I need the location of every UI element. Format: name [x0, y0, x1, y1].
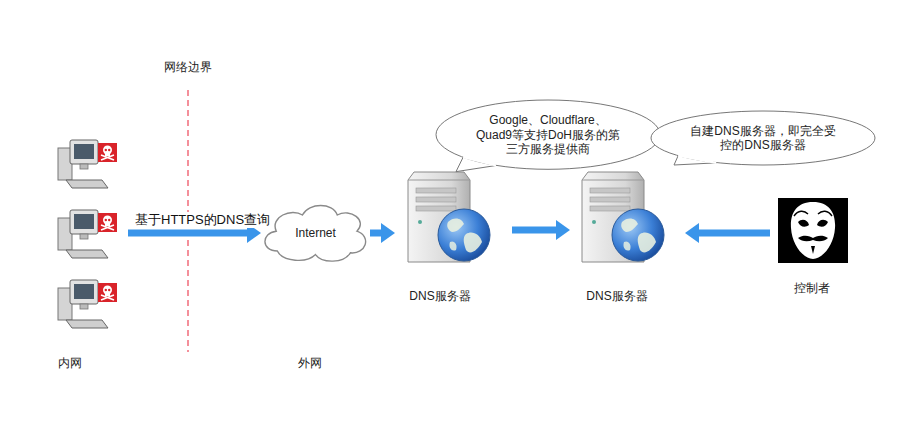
flow-arrow	[512, 227, 556, 234]
bubble-joint	[678, 156, 716, 163]
node-text: 自建DNS服务器，即完全受控的DNS服务器	[688, 124, 838, 153]
mask-icon	[778, 198, 848, 263]
flow-arrow	[370, 230, 381, 237]
controller: 控制者	[776, 195, 848, 295]
node-text: 控制者	[776, 281, 848, 295]
node-text: DNS服务器	[395, 289, 485, 303]
server-icon	[408, 172, 490, 262]
speech-bubble: Google、Cloudflare、Quad9等支持DoH服务的第三方服务提供商	[435, 99, 661, 170]
computer-icon	[58, 210, 117, 258]
server-icon	[582, 172, 664, 262]
bubble-joint	[463, 157, 496, 165]
node-text: Internet	[261, 226, 370, 240]
computer-icon	[58, 280, 117, 328]
region-label: 网络边界	[164, 60, 212, 74]
intranet-group: 内网	[50, 130, 128, 370]
speech-bubble: 自建DNS服务器，即完全受控的DNS服务器	[650, 110, 876, 166]
dns-server: DNS服务器	[395, 165, 485, 303]
flow-arrow	[699, 230, 770, 237]
region-label: 外网	[298, 356, 322, 370]
bubble-ellipse	[651, 111, 875, 165]
computer-icon	[58, 140, 117, 188]
edge-label: 基于HTTPS的DNS查询	[133, 212, 272, 228]
node-text: 内网	[58, 356, 82, 370]
node-text: DNS服务器	[572, 289, 662, 303]
flow-arrow	[128, 230, 247, 237]
bubble-ellipse	[436, 100, 660, 169]
dns-server: DNS服务器	[572, 165, 662, 303]
internet-cloud: Internet	[261, 197, 370, 269]
node-text: Google、Cloudflare、Quad9等支持DoH服务的第三方服务提供商	[473, 113, 623, 156]
